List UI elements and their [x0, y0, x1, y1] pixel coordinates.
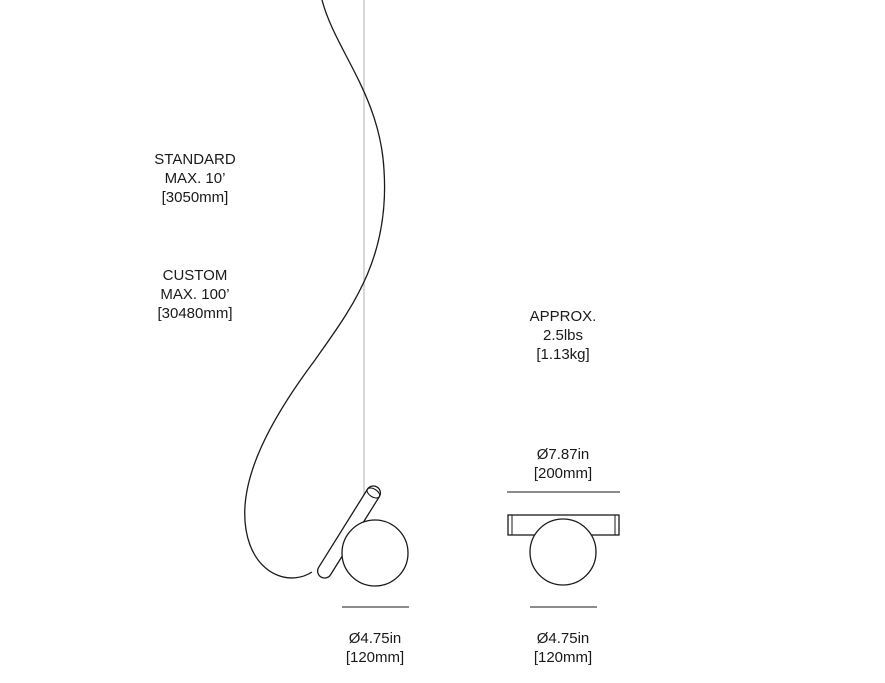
- bar-width-label: Ø7.87in [200mm]: [533, 446, 593, 482]
- power-cable: [244, 0, 386, 579]
- weight-label: APPROX. 2.5lbs [1.13kg]: [529, 308, 597, 363]
- side-globe: [341, 519, 409, 587]
- standard-length-label: STANDARD MAX. 10’ [3050mm]: [154, 151, 236, 206]
- custom-length-label: CUSTOM MAX. 100’ [30480mm]: [157, 267, 233, 322]
- side-globe-diameter-label: Ø4.75in [120mm]: [345, 630, 405, 666]
- front-globe-diameter-label: Ø4.75in [120mm]: [533, 630, 593, 666]
- front-globe: [529, 518, 597, 586]
